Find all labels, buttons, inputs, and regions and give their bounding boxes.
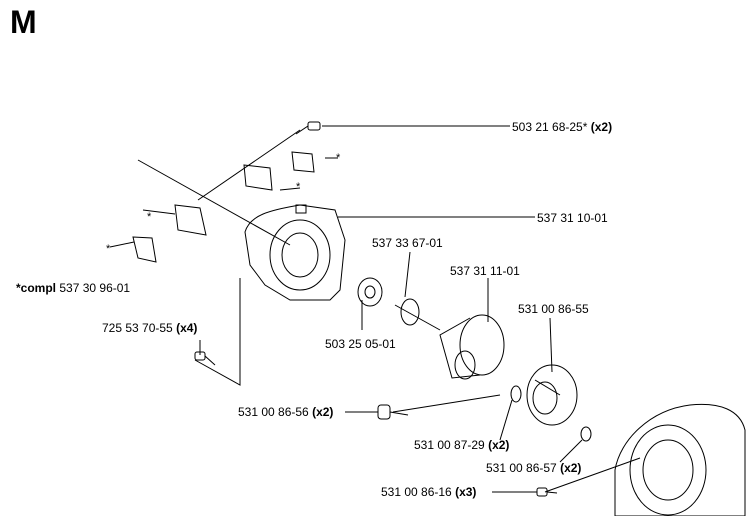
shoulder-screw-shape	[377, 404, 409, 420]
washer-shape	[510, 385, 522, 403]
asterisk-mark: *	[296, 181, 301, 193]
label-compl: *compl 537 30 96-01	[16, 281, 131, 295]
clamp-shapes	[132, 151, 315, 263]
screw-left-shape	[194, 351, 216, 366]
label-snap-ring: 537 33 67-01	[372, 236, 443, 250]
section-letter: M	[10, 4, 37, 40]
bearing-shape	[357, 277, 383, 307]
leader-washer-small	[559, 439, 583, 463]
clutch-shape	[526, 364, 578, 426]
label-screw-bottom: 531 00 86-16 (x3)	[381, 485, 477, 499]
label-bearing: 503 25 05-01	[325, 337, 396, 351]
leader-snap-ring	[404, 251, 411, 298]
label-shoulder-screw: 531 00 86-56 (x2)	[238, 405, 334, 419]
label-bolt-top: 503 21 68-25* (x2)	[512, 120, 613, 134]
label-clutch: 531 00 86-55	[518, 302, 589, 316]
label-screw-left: 725 53 70-55 (x4)	[102, 321, 198, 335]
label-clutch-drum: 537 31 11-01	[450, 264, 520, 278]
cover-shape	[614, 403, 746, 516]
label-washer: 531 00 87-29 (x2)	[414, 438, 510, 452]
housing-shape	[244, 204, 346, 301]
screw-bottom-shape	[536, 487, 558, 497]
leader-washer	[499, 399, 513, 441]
label-washer-small: 531 00 86-57 (x2)	[486, 461, 582, 475]
washer-small-shape	[580, 426, 592, 442]
label-housing: 537 31 10-01	[537, 211, 608, 225]
bolt-top-shape	[197, 121, 321, 201]
leader-clutch	[549, 317, 553, 373]
asterisk-mark: *	[147, 211, 152, 223]
asterisk-mark: *	[336, 152, 341, 164]
asterisk-mark: *	[106, 243, 111, 255]
snap-ring-shape	[400, 298, 420, 326]
clutch-drum-shape	[439, 314, 505, 380]
